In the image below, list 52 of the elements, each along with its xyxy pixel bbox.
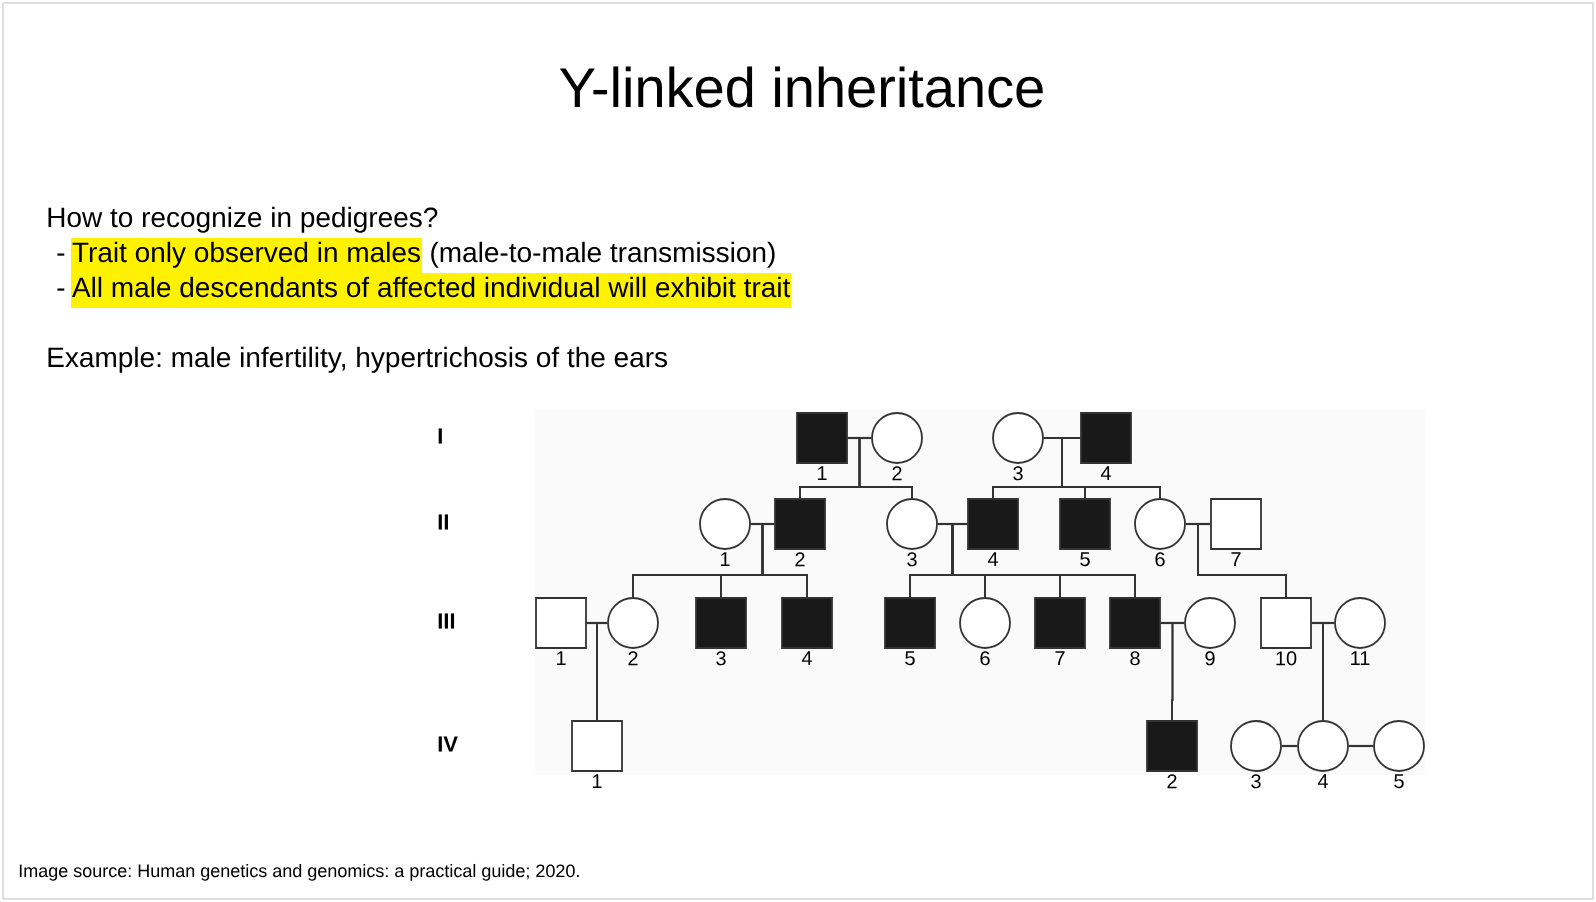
individual-number: 3 bbox=[907, 552, 917, 567]
individual-number: 4 bbox=[1317, 774, 1328, 788]
pedigree-line bbox=[1281, 744, 1298, 748]
example-text: Example: male infertility, hypertrichosis of the ears bbox=[48, 346, 668, 373]
individual-number: 5 bbox=[1080, 552, 1090, 567]
bullet-dash: - bbox=[57, 288, 65, 291]
individual-number: 5 bbox=[905, 651, 915, 666]
pedigree-line bbox=[1348, 744, 1374, 748]
bullet-dash: - bbox=[57, 253, 65, 256]
individual-number: 8 bbox=[1130, 651, 1140, 666]
individual-number: 1 bbox=[817, 466, 827, 480]
pedigree-line bbox=[586, 621, 608, 625]
individual-number: 6 bbox=[980, 651, 990, 666]
individual-number: 11 bbox=[1351, 651, 1370, 665]
pedigree-line bbox=[761, 523, 808, 598]
question-text: How to recognize in pedigrees? bbox=[48, 206, 438, 233]
individual-number: 3 bbox=[1013, 466, 1023, 481]
pedigree-line bbox=[1160, 621, 1185, 625]
individual-number: 1 bbox=[720, 552, 730, 566]
pedigree-line bbox=[1043, 436, 1081, 440]
individual-number: 5 bbox=[1394, 774, 1404, 789]
pedigree-line bbox=[750, 522, 775, 526]
individual-number: 1 bbox=[592, 774, 602, 788]
individual-number: 10 bbox=[1276, 651, 1297, 666]
individual-number: 6 bbox=[1155, 552, 1165, 567]
title: Y-linked inheritance bbox=[559, 66, 1043, 108]
individual-number: 4 bbox=[801, 651, 812, 665]
body-text: (male-to-male transmission) bbox=[431, 241, 775, 268]
highlighted-text: Trait only observed in males bbox=[70, 237, 423, 273]
individual-number: 1 bbox=[556, 651, 566, 665]
pedigree-line bbox=[1185, 522, 1211, 526]
individual-number: 2 bbox=[892, 466, 902, 481]
individual-number: 4 bbox=[1100, 466, 1111, 480]
pedigree-line bbox=[1311, 621, 1335, 625]
individual-number: 9 bbox=[1205, 651, 1215, 666]
generation-label: I bbox=[438, 428, 442, 444]
generation-label: III bbox=[438, 613, 455, 629]
individual-number: 7 bbox=[1231, 552, 1241, 566]
individual-number: 4 bbox=[987, 552, 998, 566]
pedigree-line bbox=[1061, 437, 1161, 499]
caption: Image source: Human genetics and genomics: a practical guide; 2020. bbox=[19, 863, 579, 881]
individual-number: 2 bbox=[628, 651, 638, 666]
pedigree-line bbox=[858, 437, 913, 499]
individual-number: 3 bbox=[1251, 774, 1261, 789]
generation-label: II bbox=[438, 514, 448, 530]
pedigree-line bbox=[937, 522, 968, 526]
individual-number: 2 bbox=[795, 552, 805, 567]
generation-label: IV bbox=[438, 736, 458, 752]
individual-number: 7 bbox=[1055, 651, 1065, 665]
pedigree-line bbox=[847, 436, 872, 440]
individual-number: 2 bbox=[1167, 774, 1177, 789]
individual-number: 3 bbox=[716, 651, 726, 666]
